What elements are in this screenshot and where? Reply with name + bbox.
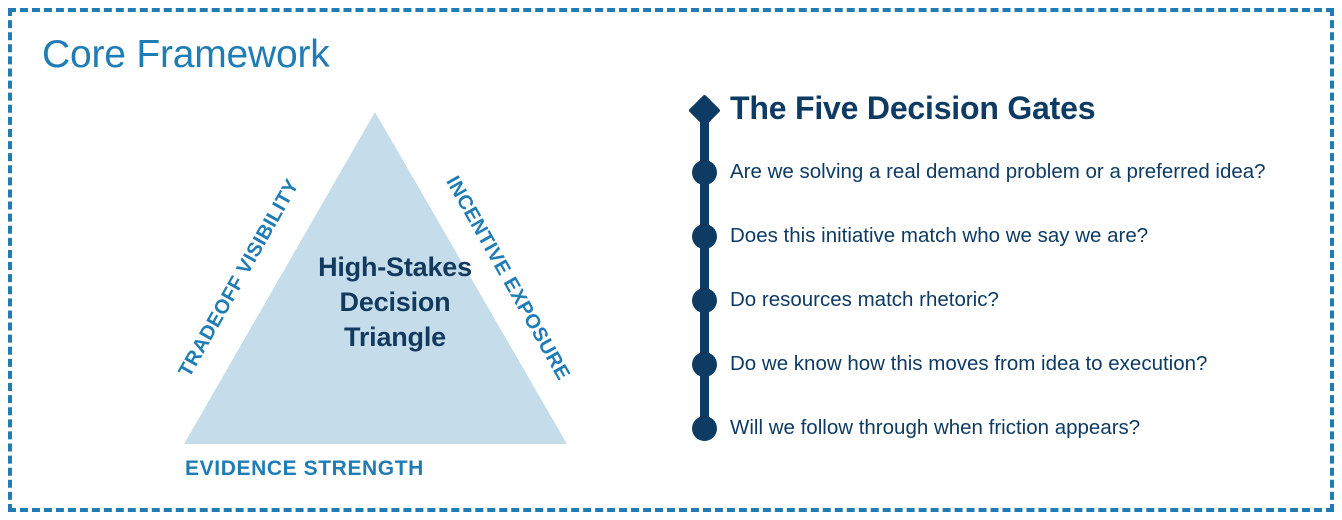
diamond-marker (688, 94, 721, 127)
triangle-center-label: High-Stakes Decision Triangle (255, 250, 535, 355)
decision-triangle-diagram: High-Stakes Decision Triangle TRADEOFF V… (32, 92, 672, 507)
circle-marker (692, 352, 717, 377)
core-framework-card: Core Framework High-Stakes Decision Tria… (8, 8, 1334, 512)
triangle-shape (184, 112, 567, 444)
circle-marker (692, 224, 717, 249)
five-decision-gates-timeline: The Five Decision Gates Are we solving a… (684, 90, 1324, 460)
triangle-center-line-3: Triangle (344, 322, 446, 353)
gate-item-2[interactable]: Does this initiative match who we say we… (730, 224, 1149, 247)
gate-item-1[interactable]: Are we solving a real demand problem or … (730, 160, 1266, 183)
page-title: Core Framework (42, 33, 330, 76)
gates-heading: The Five Decision Gates (730, 90, 1096, 126)
triangle-center-line-2: Decision (339, 287, 451, 318)
circle-marker (692, 288, 717, 313)
timeline-spine (700, 110, 709, 430)
circle-marker (692, 416, 717, 441)
triangle-center-line-1: High-Stakes (318, 252, 472, 282)
gate-item-5[interactable]: Will we follow through when friction app… (730, 416, 1141, 439)
gate-item-4[interactable]: Do we know how this moves from idea to e… (730, 352, 1208, 375)
gate-item-3[interactable]: Do resources match rhetoric? (730, 288, 999, 311)
triangle-edge-label-evidence-strength: EVIDENCE STRENGTH (185, 457, 424, 480)
circle-marker (692, 160, 717, 185)
